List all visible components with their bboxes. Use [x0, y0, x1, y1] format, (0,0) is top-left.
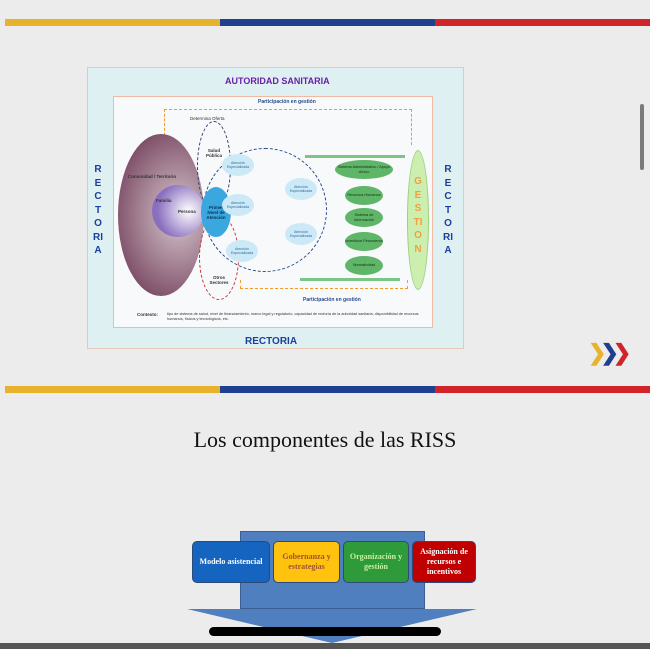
component-gobernanza: Gobernanza y estrategias	[273, 541, 340, 583]
gestion-item: Sistema Administrativo / Apoyo clínico	[335, 160, 393, 179]
primer-nivel-label: Primer Nivel de Atención	[206, 204, 226, 220]
gestion-ellipse	[407, 150, 429, 290]
slide-2-stripe	[5, 386, 650, 393]
scrollbar-thumb[interactable]	[640, 104, 644, 170]
rectoria-left-text: RECTORIA	[93, 164, 103, 256]
gestion-text: GESTION	[413, 176, 423, 255]
atencion-3: Atención Especializada	[222, 194, 254, 216]
atencion-5: Atención Especializada	[226, 240, 258, 262]
gestion-item: Normatividad	[345, 256, 383, 275]
gestion-label: GESTION	[412, 175, 424, 256]
contexto-label: Contexto:	[137, 312, 158, 317]
gestion-item: Recursos Humanos	[345, 186, 383, 205]
participacion-bottom: Participación en gestión	[303, 297, 361, 303]
slide-1-stripe	[5, 19, 650, 26]
rectoria-right-label: RECTORIA	[442, 163, 454, 258]
black-bar	[209, 627, 441, 636]
arrow-top	[305, 155, 405, 158]
next-chevron-icon[interactable]: ❯❯❯	[588, 340, 632, 365]
atencion-1: Atención Especializada	[222, 154, 254, 176]
dashed-arrow-top	[164, 109, 412, 145]
determina-oferta: Determina Oferta	[190, 116, 225, 121]
slide-2-title: Los componentes de las RISS	[193, 427, 457, 452]
persona-label: Persona	[178, 209, 196, 214]
rectoria-left-label: RECTORIA	[92, 163, 104, 258]
atencion-2: Atención Especializada	[285, 178, 317, 200]
arrow-bottom	[300, 278, 400, 281]
comunidad-label: Comunidad / Territorio	[128, 174, 177, 179]
component-asignacion: Asignación de recursos e incentivos	[412, 541, 476, 583]
component-modelo-asistencial: Modelo asistencial	[192, 541, 270, 583]
dashed-arrow-bottom	[240, 280, 408, 289]
familia-circle	[152, 185, 204, 237]
rectoria-right-text: RECTORIA	[443, 164, 453, 256]
salud-publica-label: Salud Pública	[205, 148, 222, 158]
atencion-4: Atención Especializada	[285, 223, 317, 245]
otros-sectores-label: Otros Sectores	[209, 275, 229, 285]
rectoria-bottom-label: RECTORIA	[245, 336, 298, 347]
bottom-bar	[0, 643, 650, 649]
component-organizacion: Organización y gestión	[343, 541, 409, 583]
gestion-item: Incentivos Financieros	[345, 232, 383, 251]
contexto-text: tipo de sistema de salud, nivel de finan…	[167, 312, 419, 321]
familia-label: Familia	[156, 198, 172, 203]
big-arrow-head	[187, 609, 477, 643]
gestion-item: Sistema de Información	[345, 208, 383, 227]
autoridad-sanitaria-label: AUTORIDAD SANITARIA	[225, 76, 330, 86]
participacion-top: Participación en gestión	[258, 99, 316, 105]
